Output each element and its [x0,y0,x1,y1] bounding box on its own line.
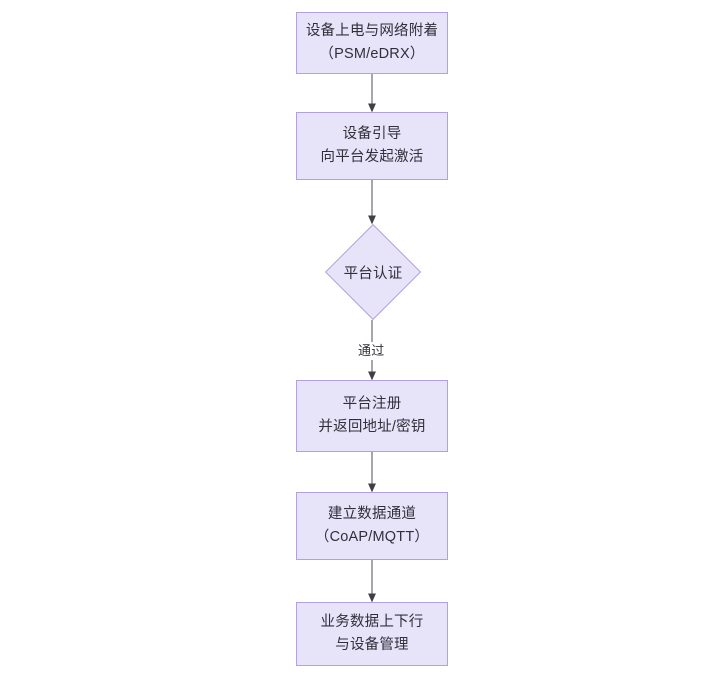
node-establish-data-channel[interactable]: 建立数据通道 （CoAP/MQTT） [296,492,448,560]
node-platform-auth-label: 平台认证 [343,265,403,282]
node-platform-auth-decision[interactable]: 平台认证 [324,223,422,321]
node-service-data-and-device-management[interactable]: 业务数据上下行 与设备管理 [296,602,448,666]
node-platform-register-line-2: 并返回地址/密钥 [318,419,426,435]
edge-label-pass: 通过 [355,342,388,360]
node-service-data-line-2: 与设备管理 [335,637,409,653]
node-device-bootstrap[interactable]: 设备引导 向平台发起激活 [296,112,448,180]
node-establish-data-channel-line-2: （CoAP/MQTT） [314,529,430,545]
node-device-power-on[interactable]: 设备上电与网络附着 （PSM/eDRX） [296,12,448,74]
node-platform-register-line-1: 平台注册 [342,395,402,412]
node-device-bootstrap-line-2: 向平台发起激活 [320,149,424,165]
node-establish-data-channel-line-1: 建立数据通道 [327,505,417,522]
node-service-data-line-1: 业务数据上下行 [320,613,424,630]
node-device-power-on-line-2: （PSM/eDRX） [319,46,425,62]
node-platform-register[interactable]: 平台注册 并返回地址/密钥 [296,380,448,452]
node-device-power-on-line-1: 设备上电与网络附着 [305,22,439,39]
node-device-bootstrap-line-1: 设备引导 [342,125,402,142]
